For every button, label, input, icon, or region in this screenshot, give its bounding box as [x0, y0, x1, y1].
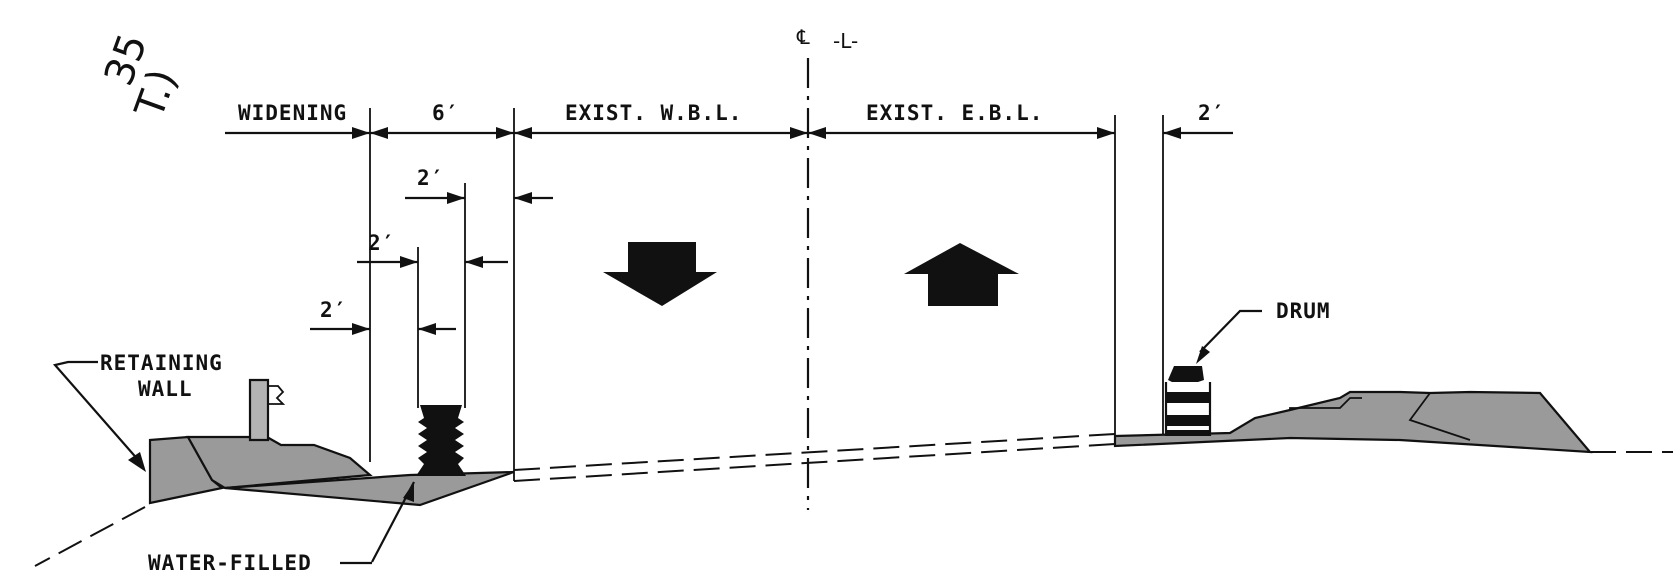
retaining-wall — [148, 378, 515, 507]
two-ft-label-a: 2′ — [417, 166, 444, 190]
retaining-wall-label-1: RETAINING — [100, 351, 223, 375]
water-filled-label: WATER-FILLED — [148, 551, 312, 575]
offset-dimensions — [310, 183, 553, 408]
westbound-arrow-icon — [603, 242, 717, 306]
drum-label: DRUM — [1276, 299, 1331, 323]
retaining-wall-callout: RETAINING WALL — [52, 351, 223, 472]
two-ft-right-label: 2′ — [1198, 101, 1225, 125]
two-ft-label-c: 2′ — [320, 298, 347, 322]
top-dimension-line — [225, 108, 1233, 470]
centerline: ℄ -L- — [796, 25, 858, 510]
widening-label: WIDENING — [238, 101, 347, 125]
six-ft-label: 6′ — [432, 101, 459, 125]
retaining-wall-label-2: WALL — [138, 377, 193, 401]
exist-ebl-label: EXIST. E.B.L. — [866, 101, 1043, 125]
drum-icon — [1164, 309, 1262, 436]
eastbound-arrow-icon — [904, 243, 1019, 306]
two-ft-label-b: 2′ — [368, 231, 395, 255]
corner-fragment: 35 T.) — [96, 28, 186, 125]
exist-wbl-label: EXIST. W.B.L. — [565, 101, 742, 125]
centerline-symbol: ℄ — [796, 25, 810, 49]
centerline-label: -L- — [833, 29, 858, 53]
water-filled-barrier — [371, 405, 466, 563]
right-shoulder — [1113, 390, 1593, 454]
